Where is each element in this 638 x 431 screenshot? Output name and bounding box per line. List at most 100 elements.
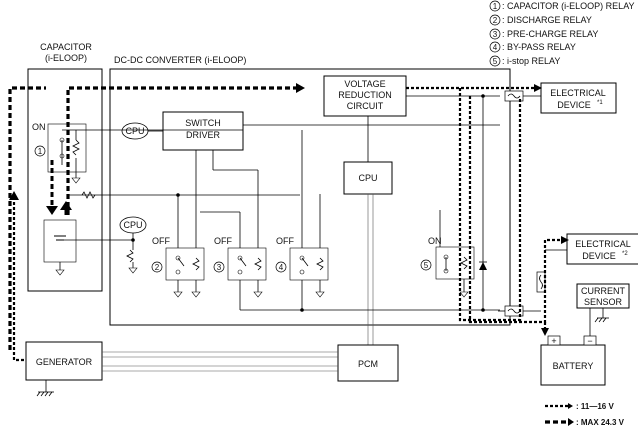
relay-num-circle [151,261,163,273]
legend-text: : BY-PASS RELAY [502,42,576,52]
switch-driver-line2: DRIVER [186,130,221,140]
electrical-device-2-line2: DEVICE [582,251,616,261]
switch-driver-box [162,111,244,151]
voltage-legend: : 11—16 V : MAX 24.3 V [545,402,625,427]
arrow-down-icon [541,328,549,336]
relay-num-circle [420,259,432,271]
relay-state: OFF [276,236,294,246]
legend-text: : PRE-CHARGE RELAY [502,29,598,39]
discharge-arrow-icon [60,201,72,210]
electrical-device-2-line1: ELECTRICAL [575,239,631,249]
ground-icon [191,291,201,298]
legend-num: 5 [493,57,498,66]
relay-by-pass: OFF 4 [275,130,329,310]
high-voltage-path [66,86,300,215]
battery-minus: − [587,336,592,346]
battery-label: BATTERY [553,361,594,371]
electrical-device-1-box [540,82,617,114]
ground-icon [36,391,53,397]
cpu-box-label: CPU [358,173,377,183]
resistor-icon [81,191,96,199]
voltage-legend-1: : 11—16 V [576,402,614,411]
legend-num-circle [489,41,501,53]
capacitor-title-line2: (i-ELOOP) [45,53,87,63]
legend-num: 1 [493,2,498,11]
relay-legend: 1 : CAPACITOR (i-ELOOP) RELAY 2 : DISCHA… [489,0,635,67]
ground-icon [315,291,325,298]
pcm: PCM [337,344,399,382]
relay-frame [165,247,205,281]
electrical-device-2-box [566,233,638,265]
electrical-device-2-sup: *2 [622,251,628,257]
relay-pre-charge: OFF 3 [213,170,267,310]
electrical-device-2: ELECTRICAL DEVICE *2 [566,233,638,265]
legend-item-5: 5 : i-stop RELAY [489,55,560,67]
vrc-line2: REDUCTION [338,90,392,100]
legend-item-1: 1 : CAPACITOR (i-ELOOP) RELAY [489,0,635,12]
current-sensor: CURRENT SENSOR [576,283,630,323]
converter-box [109,68,511,326]
pcm-label: PCM [358,359,378,369]
legend-item-2: 2 : DISCHARGE RELAY [489,14,592,26]
arrow-right-icon [561,236,569,244]
capacitor-title-line1: CAPACITOR [40,42,92,52]
legend-num-circle [489,14,501,26]
generator: GENERATOR [25,341,103,397]
legend-num-circle [489,28,501,40]
cpu-bubble-bottom-label: CPU [123,220,142,230]
electrical-device-1-line1: ELECTRICAL [550,88,606,98]
arrow-right-icon [296,83,305,93]
relay-frame [289,247,329,281]
relay-num: 5 [424,261,429,270]
generator-box [25,341,103,381]
capacitor-block: CAPACITOR (i-ELOOP) ON 1 [27,42,103,292]
legend-item-3: 3 : PRE-CHARGE RELAY [489,28,598,40]
electrical-device-1-sup: *1 [597,100,603,106]
electrical-device-1-line2: DEVICE [557,100,591,110]
battery-plus: + [551,336,556,346]
ground-icon [173,291,183,298]
ground-icon [71,177,81,184]
legend-text: : DISCHARGE RELAY [502,15,592,25]
generator-label: GENERATOR [36,357,93,367]
relay-num: 2 [155,263,160,272]
battery-box [540,344,606,386]
electrical-device-1: ELECTRICAL DEVICE *1 [540,82,617,114]
legend-text: : i-stop RELAY [502,56,560,66]
legend-num: 2 [493,16,498,25]
capacitor-relay-state: ON [32,122,46,132]
ground-icon [459,291,469,298]
battery-loop-path [458,88,522,322]
cpu-bubble-top-label: CPU [125,126,144,136]
voltage-legend-2: : MAX 24.3 V [576,418,625,427]
voltage-reduction-circuit-box [323,75,407,117]
ground-icon [594,317,607,323]
vrc-line1: VOLTAGE [344,79,385,89]
legend-num-circle [489,0,501,12]
capacitor-relay-num: 1 [38,147,43,156]
capacitor-box [27,68,103,292]
pcm-box [337,344,399,382]
battery: + − BATTERY [540,308,606,386]
arrow-right-icon [534,84,542,92]
relay-num-circle [213,261,225,273]
converter-title: DC-DC CONVERTER (i-ELOOP) [114,55,246,65]
current-sensor-line1: CURRENT [581,286,626,296]
legend-num: 3 [493,30,498,39]
relay-frame [435,246,475,280]
ground-icon [253,291,263,298]
battery-plus-terminal [547,335,561,346]
relay-state: OFF [214,236,232,246]
dc-dc-converter-block: DC-DC CONVERTER (i-ELOOP) VOLTAGE REDUCT… [60,55,511,345]
legend-text: : CAPACITOR (i-ELOOP) RELAY [502,1,635,11]
relay-num: 3 [217,263,222,272]
charge-arrow-icon [46,206,58,215]
current-sensor-line2: SENSOR [584,297,623,307]
legend-num-circle [489,55,501,67]
relay-state: ON [428,236,442,246]
relay-state: OFF [152,236,170,246]
ground-icon [55,269,65,276]
arrow-up-icon [9,191,19,200]
ground-icon [128,267,138,274]
relay-num-circle [34,145,46,157]
